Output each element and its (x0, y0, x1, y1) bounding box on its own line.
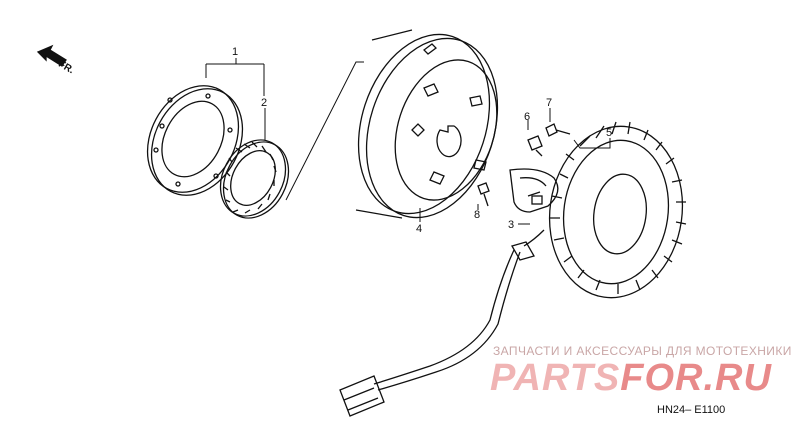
callout-5: 5 (606, 127, 612, 139)
part-6-bolt (527, 135, 543, 157)
diagram-code: HN24– E1100 (657, 404, 726, 416)
part-3-pulse-generator (509, 168, 559, 213)
callout-8: 8 (474, 209, 480, 221)
callout-1: 1 (232, 46, 238, 58)
part-7-bolt (545, 123, 571, 137)
callout-3: 3 (508, 219, 514, 231)
watermark-tagline: ЗАПЧАСТИ И АКСЕССУАРЫ ДЛЯ МОТОТЕХНИКИ (493, 344, 792, 358)
callout-6: 6 (524, 111, 530, 123)
part-1-ring (146, 85, 244, 196)
leader-lines (205, 58, 611, 225)
part-4-flywheel (355, 29, 499, 219)
watermark-brand-part1: PARTS (490, 357, 621, 399)
part-2-bearing (219, 139, 290, 219)
callout-7: 7 (546, 97, 552, 109)
callout-4: 4 (416, 223, 422, 235)
connector (339, 375, 385, 417)
direction-arrow-icon (36, 44, 67, 67)
watermark-logo: PARTSFOR.RU (490, 357, 772, 400)
part-5-stator (548, 121, 687, 299)
part-8-bolt (477, 182, 490, 207)
wire-harness (373, 229, 545, 391)
watermark-brand-part2: FOR.RU (620, 357, 772, 399)
callout-2: 2 (261, 97, 267, 109)
